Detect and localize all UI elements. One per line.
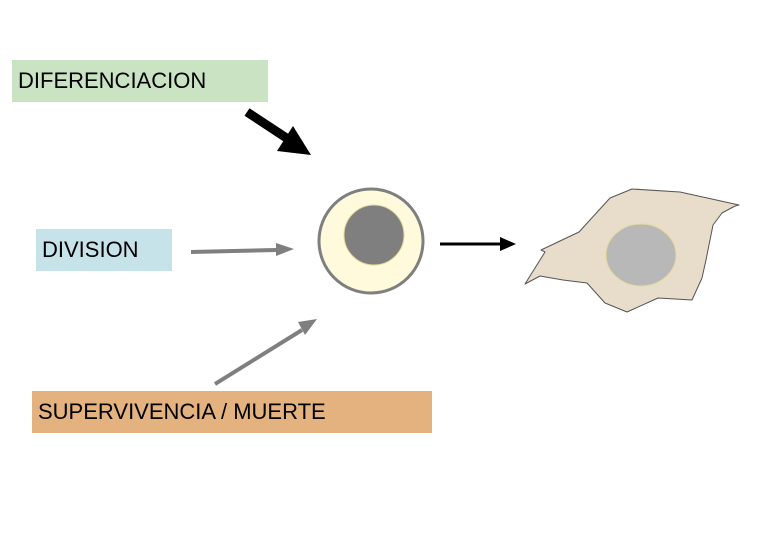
diferenciacion-arrow [244,108,311,155]
division-label: DIVISION [36,229,172,271]
transformation-arrow [440,237,516,251]
supervivencia-muerte-label: SUPERVIVENCIA / MUERTE [32,391,432,433]
round-cell [317,187,425,295]
diferenciacion-label: DIFERENCIACION [12,60,268,102]
division-arrow [190,243,294,256]
supervivencia-arrow [213,319,317,386]
differentiated-cell [524,188,740,313]
